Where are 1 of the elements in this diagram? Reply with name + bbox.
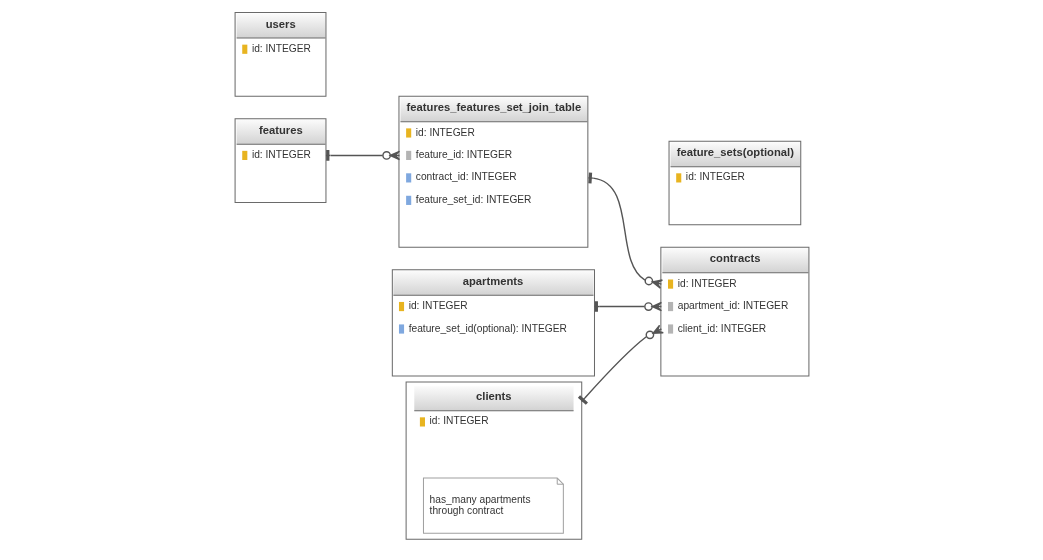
connector	[577, 324, 664, 405]
